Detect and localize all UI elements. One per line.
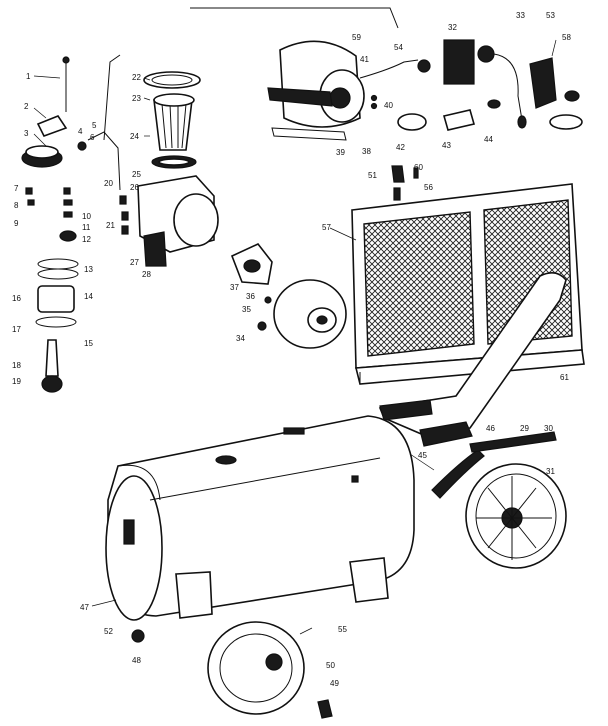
- callout-41: 41: [360, 55, 369, 64]
- callout-11: 11: [82, 223, 91, 232]
- callout-45: 45: [418, 451, 427, 460]
- piston-assembly: [21, 56, 121, 393]
- callout-56: 56: [424, 183, 433, 192]
- callout-17: 17: [12, 325, 21, 334]
- callout-61: 61: [560, 373, 569, 382]
- cylinder-head-assembly: [119, 71, 219, 267]
- front-wheel-assembly: [131, 621, 333, 719]
- callout-52: 52: [104, 627, 113, 636]
- callout-14: 14: [84, 292, 93, 301]
- pressure-switch-assembly: [391, 39, 583, 201]
- callout-26: 26: [130, 183, 139, 192]
- callout-3: 3: [24, 129, 29, 138]
- callout-36: 36: [246, 292, 255, 301]
- callout-37: 37: [230, 283, 239, 292]
- callout-9: 9: [14, 219, 19, 228]
- callout-47: 47: [80, 603, 89, 612]
- callout-8: 8: [14, 201, 19, 210]
- callout-1: 1: [26, 72, 31, 81]
- callout-58: 58: [562, 33, 571, 42]
- callout-23: 23: [132, 94, 141, 103]
- callout-50: 50: [326, 661, 335, 670]
- callout-labels: 1 2 3 4 5 6 7 8 9 10 11 12 13 14 15 16 1…: [12, 11, 571, 688]
- callout-44: 44: [484, 135, 493, 144]
- callout-34: 34: [236, 334, 245, 343]
- callout-40: 40: [384, 101, 393, 110]
- callout-2: 2: [24, 102, 29, 111]
- callout-33: 33: [516, 11, 525, 20]
- callout-13: 13: [84, 265, 93, 274]
- leader-lines: [33, 39, 557, 635]
- callout-39: 39: [336, 148, 345, 157]
- callout-7: 7: [14, 184, 19, 193]
- callout-32: 32: [448, 23, 457, 32]
- rear-wheel-assembly: [431, 431, 567, 569]
- callout-29: 29: [520, 424, 529, 433]
- electric-motor: [267, 40, 419, 141]
- air-tank: [105, 415, 415, 621]
- callout-30: 30: [544, 424, 553, 433]
- callout-59: 59: [352, 33, 361, 42]
- callout-54: 54: [394, 43, 403, 52]
- callout-53: 53: [546, 11, 555, 20]
- callout-12: 12: [82, 235, 91, 244]
- callout-43: 43: [442, 141, 451, 150]
- callout-5: 5: [92, 121, 97, 130]
- callout-48: 48: [132, 656, 141, 665]
- callout-18: 18: [12, 361, 21, 370]
- callout-6: 6: [90, 133, 95, 142]
- callout-22: 22: [132, 73, 141, 82]
- callout-19: 19: [12, 377, 21, 386]
- callout-15: 15: [84, 339, 93, 348]
- frame-lines: [103, 7, 399, 141]
- callout-49: 49: [330, 679, 339, 688]
- callout-55: 55: [338, 625, 347, 634]
- callout-51: 51: [368, 171, 377, 180]
- callout-42: 42: [396, 143, 405, 152]
- handle: [378, 272, 567, 447]
- callout-57: 57: [322, 223, 331, 232]
- belt-guard: [351, 183, 585, 385]
- callout-20: 20: [104, 179, 113, 188]
- callout-24: 24: [130, 132, 139, 141]
- callout-16: 16: [12, 294, 21, 303]
- callout-60: 60: [414, 163, 423, 172]
- callout-27: 27: [130, 258, 139, 267]
- callout-35: 35: [242, 305, 251, 314]
- callout-10: 10: [82, 212, 91, 221]
- callout-21: 21: [106, 221, 115, 230]
- callout-28: 28: [142, 270, 151, 279]
- callout-38: 38: [362, 147, 371, 156]
- pulley-assembly: [230, 243, 347, 349]
- callout-31: 31: [546, 467, 555, 476]
- callout-4: 4: [78, 127, 83, 136]
- callout-25: 25: [132, 170, 141, 179]
- callout-46: 46: [486, 424, 495, 433]
